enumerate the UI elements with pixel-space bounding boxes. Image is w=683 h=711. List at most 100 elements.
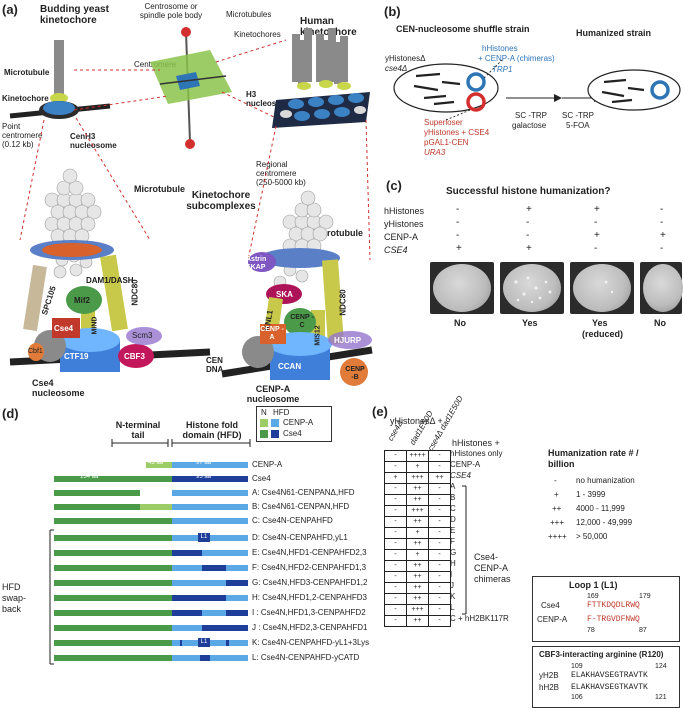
e-row-2: CSE4 <box>450 471 471 480</box>
rate-txt-1: 1 - 3999 <box>576 490 606 499</box>
cbf1-label: Cbf1 <box>28 348 43 355</box>
cenpb-label: CENP -B <box>345 366 365 381</box>
colonies-3 <box>604 280 614 294</box>
cell-0-3: - <box>660 204 664 215</box>
bar-d-n <box>54 535 172 541</box>
result-2: Yes <box>522 318 538 328</box>
e-row-6: D <box>450 515 456 524</box>
bar-a-n <box>54 490 140 496</box>
plate-4 <box>640 262 683 314</box>
loop1-n78: 78 <box>587 627 595 634</box>
step1a-label: SC -TRP <box>515 111 547 120</box>
pole-bottom-shape <box>185 139 195 149</box>
rate-txt-4: > 50,000 <box>576 532 608 541</box>
d-row-9: H: Cse4N,HFD1,2-CENPAHFD3 <box>252 593 367 602</box>
cbf3-n106: 106 <box>571 694 583 701</box>
hjurp-label: HJURP <box>334 336 362 345</box>
pgal-label: pGAL1-CEN <box>424 138 469 147</box>
bar-b-n <box>54 504 140 510</box>
bar-cenpa-n <box>146 462 172 468</box>
cse4-label: Cse4 <box>54 324 74 333</box>
bar-h-h3 <box>226 595 248 601</box>
bar-b-hfd <box>172 504 248 510</box>
scm3-label: Scm3 <box>132 331 153 340</box>
legend-n: N <box>261 408 267 417</box>
cbf3-yh2b-seq: ELAKHAVSEGTRAVTK <box>571 671 648 680</box>
cell-0-2: + <box>594 204 600 215</box>
cbf3-box: CBF3-interacting arginine (R120) 109 124… <box>532 646 680 708</box>
cbf3-n109: 109 <box>571 663 583 670</box>
cse4-nucleosome-label: Cse4 nucleosome <box>32 378 85 398</box>
subcomplexes-label: Kinetochore subcomplexes <box>186 190 256 212</box>
bar-i-n <box>54 610 172 616</box>
d-row-11: J : Cse4N,HFD2,3-CENPAHFD1 <box>252 623 368 632</box>
row-cse4-label: CSE4 <box>384 245 408 255</box>
d-row-2: A: Cse4N61-CENPANΔ,HFD <box>252 488 355 497</box>
hhistones-b-label: hHistones <box>482 44 518 53</box>
hh-plus-label: hHistones + <box>452 438 500 448</box>
aa97-label: 97 aa <box>196 460 212 466</box>
legend-swatch-n-cse4 <box>260 430 268 438</box>
bar-l-hfd <box>172 655 248 661</box>
result-3: Yes <box>592 318 608 328</box>
microtubules-label: Microtubules <box>226 10 272 19</box>
e-row-14: L <box>450 603 455 612</box>
bar-c-hfd <box>172 518 248 524</box>
ura3-label: URA3 <box>424 148 446 157</box>
bar-j-h1 <box>172 625 202 631</box>
ctf19-label: CTF19 <box>64 352 89 361</box>
rate-sym-1: + <box>554 490 559 499</box>
cell-0-1: + <box>526 204 532 215</box>
spindle-label: Centrosome or spindle pole body <box>139 2 203 20</box>
e-row-9: G <box>450 548 457 557</box>
cell-2-2: + <box>594 230 600 241</box>
bar-f-n <box>54 565 172 571</box>
bar-k-hfd <box>172 640 248 646</box>
cell-1-0: - <box>456 217 460 228</box>
domain-brackets <box>111 439 251 447</box>
cbf3-title: CBF3-interacting arginine (R120) <box>539 650 664 659</box>
swap-label: HFD swap-back <box>2 582 27 614</box>
ccan-label: CCAN <box>278 362 302 371</box>
cbf3-n121: 121 <box>655 694 667 701</box>
e-row-1: CENP-A <box>450 460 481 469</box>
cenpa-label: CENP -A <box>260 326 284 341</box>
kinetochore-label: Kinetochore <box>2 94 49 103</box>
rate-sym-3: +++ <box>550 518 565 527</box>
ndc80-human-label: NDC80 <box>338 289 348 316</box>
d-row-3: B: Cse4N61-CENPAN,HFD <box>252 502 350 511</box>
cell-1-3: - <box>660 217 664 228</box>
l1-k: L1 <box>198 638 210 647</box>
legend-swatch-hfd-cse4 <box>271 430 279 438</box>
astrin-label: Astrin SKAP <box>246 256 267 271</box>
row-hhistones-label: hHistones <box>384 206 425 216</box>
aa134-label: 134 aa <box>80 474 99 480</box>
d-row-8: G: Cse4N,HFD3-CENPAHFD1,2 <box>252 578 368 587</box>
kinetochore-illustration <box>9 27 373 386</box>
row-yhistones-label: yHistones <box>384 219 424 229</box>
d-row-13: L: Cse4N-CENPAHFD-yCATD <box>252 653 360 662</box>
cbf3-label: CBF3 <box>124 352 145 361</box>
result-4: No <box>654 318 666 328</box>
loop1-cenpa: CENP-A <box>537 615 568 624</box>
bar-d-hfd <box>172 535 248 541</box>
humanized-title: Humanized strain <box>576 28 652 38</box>
loop1-cse4-seq: FTTKDQDLRWQ <box>587 601 640 610</box>
cell-2-3: + <box>660 230 666 241</box>
shuffle-title: CEN-nucleosome shuffle strain <box>396 24 530 34</box>
shuffle-diagram <box>393 59 681 121</box>
cse4-delta-label: cse4Δ <box>385 64 408 73</box>
d-row-0: CENP-A <box>252 460 283 469</box>
domain-legend: N HFD CENP-A Cse4 <box>256 406 332 442</box>
panel-e-label: (e) <box>372 404 388 419</box>
loop1-n87: 87 <box>639 627 647 634</box>
bar-j-n <box>54 625 172 631</box>
bar-cenpa-hfd <box>172 462 248 468</box>
cell-1-2: - <box>594 217 598 228</box>
d-row-6: E: Cse4N,HFD1-CENPAHFD2,3 <box>252 548 367 557</box>
bar-f-h2 <box>202 565 226 571</box>
plate-1 <box>430 262 494 314</box>
e-row-0: hHistones only <box>450 449 503 458</box>
e-row-5: C <box>450 504 456 513</box>
ndc80-label: NDC80 <box>130 279 140 306</box>
